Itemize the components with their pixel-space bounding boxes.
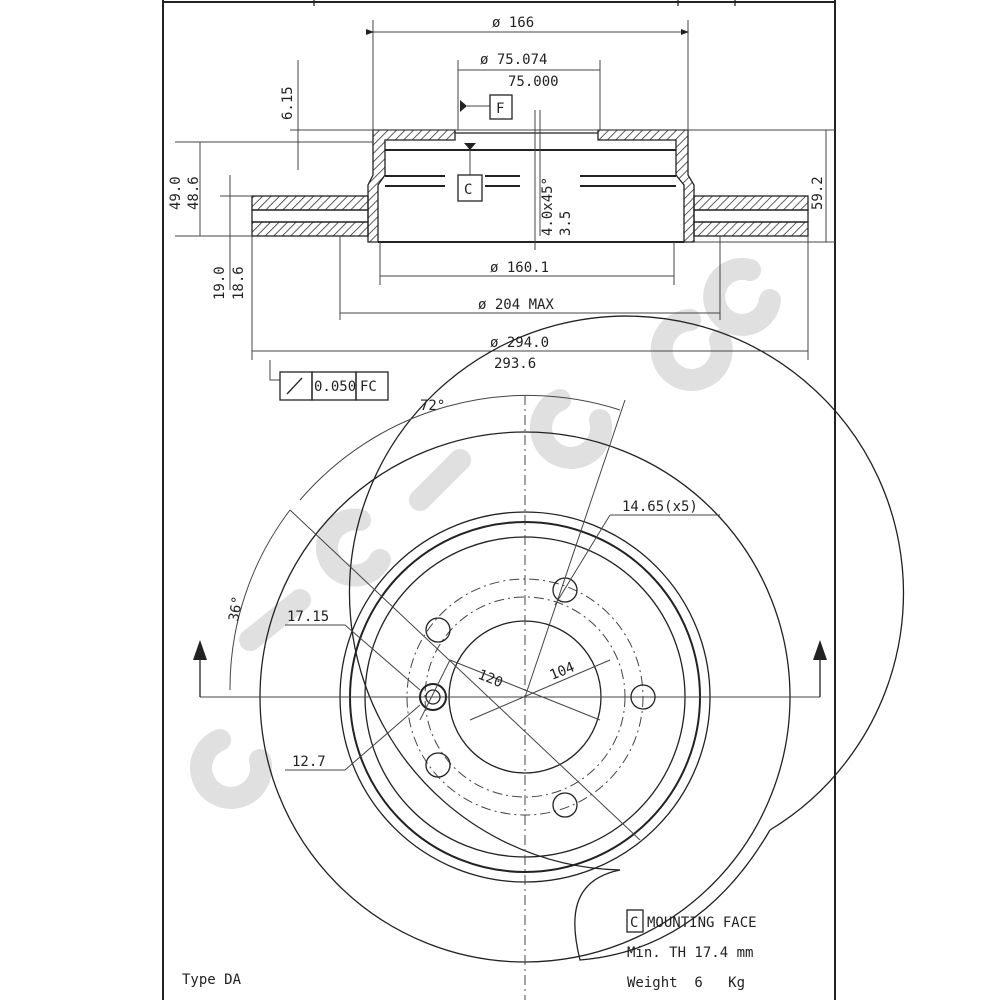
dim-angle-72: 72°	[420, 398, 445, 414]
datum-f-label: F	[496, 101, 504, 117]
dim-pin-hole: 17.15	[287, 609, 329, 625]
dim-204-max: ø 204 MAX	[478, 297, 554, 313]
dim-bevel: 3.5	[558, 211, 574, 236]
runout-icon	[286, 377, 303, 395]
runout-value: 0.050	[314, 379, 356, 395]
dim-height-max: 49.0	[168, 176, 184, 210]
outer-disc-edge	[348, 315, 905, 871]
note-mounting-face: MOUNTING FACE	[647, 915, 757, 931]
note-weight: Weight 6 Kg	[627, 975, 745, 991]
dim-inner-diameter: ø 160.1	[490, 260, 549, 276]
dim-flange-thickness: 6.15	[280, 86, 296, 120]
notes-block: C MOUNTING FACE Min. TH 17.4 mm Weight 6…	[182, 909, 757, 991]
dim-total-height: 59.2	[810, 176, 826, 210]
dim-rotor-thickness-max: 19.0	[212, 266, 228, 300]
dim-pin: 12.7	[292, 754, 326, 770]
section-arrow-left-icon	[193, 640, 207, 660]
datum-c-label: C	[464, 182, 472, 198]
dim-angle-36: 36°	[226, 595, 246, 623]
runout-datum: FC	[360, 379, 377, 395]
dim-bolt-hole: 14.65(x5)	[622, 499, 698, 515]
side-view: F C ø 166 ø 75.074 75.000 6.15 49.0 48.6…	[168, 15, 835, 401]
section-arrow-right-icon	[813, 640, 827, 660]
dim-pcd: 120	[476, 667, 505, 691]
dim-rotor-thickness-min: 18.6	[231, 266, 247, 300]
dim-height-min: 48.6	[186, 176, 202, 210]
type-label: Type DA	[182, 972, 242, 988]
dim-bore-min: 75.000	[508, 74, 559, 90]
drawing-frame	[162, 0, 836, 1000]
dim-pilot: 104	[548, 659, 577, 683]
note-datum-c: C	[630, 915, 638, 931]
dim-chamfer: 4.0x45°	[540, 177, 556, 236]
dim-outer-diameter-min: 293.6	[494, 356, 536, 372]
dim-bore-max: ø 75.074	[480, 52, 547, 68]
watermark-logo	[190, 257, 781, 809]
dim-outer-diameter-max: ø 294.0	[490, 335, 549, 351]
dim-hat-diameter: ø 166	[492, 15, 534, 31]
note-min-thickness: Min. TH 17.4 mm	[627, 945, 753, 961]
front-view: 72° 36° 14.65(x5) 120 104 17.15 12.7	[193, 315, 905, 1000]
